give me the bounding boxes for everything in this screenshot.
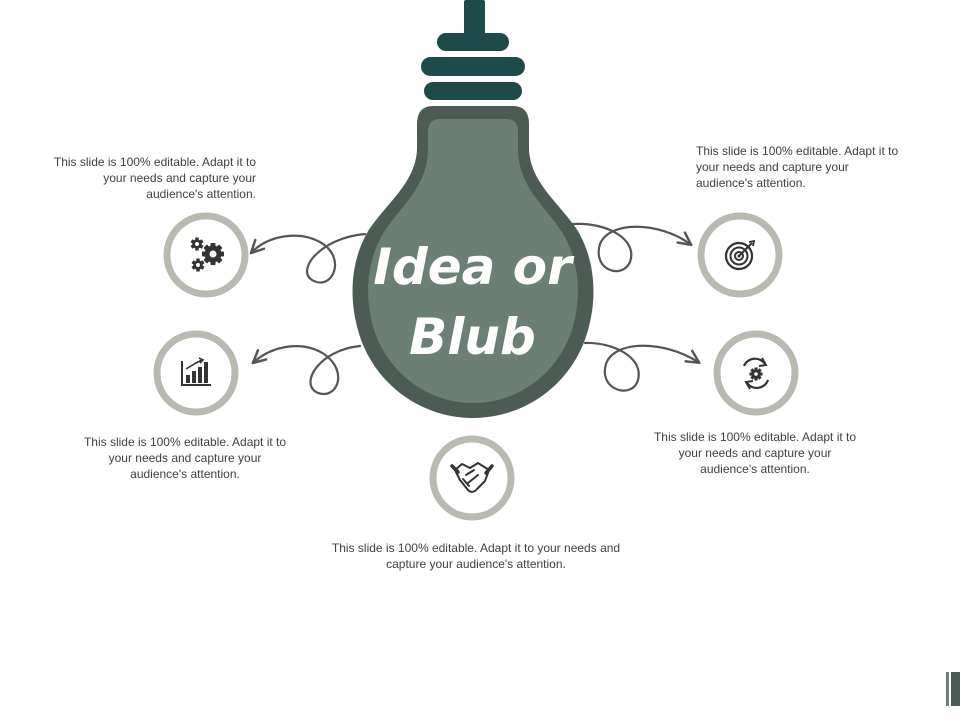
arrow-refresh [583,341,701,392]
corner-bars [946,672,960,706]
bar-chart-icon [181,357,211,386]
bulb-title-line-2: Blub [409,308,536,366]
text-target: This slide is 100% editable. Adapt it to… [696,144,899,190]
bulb-glass [368,119,578,403]
handshake-icon [450,462,494,493]
target-icon [724,239,756,271]
refresh-gear-icon [742,357,770,390]
arrow-chart [251,344,362,395]
bulb-title-line-1: Idea or [373,238,572,296]
bulb-cap [421,0,525,100]
text-refresh: This slide is 100% editable. Adapt it to… [653,430,857,476]
connector-arrows [249,222,701,395]
text-chart: This slide is 100% editable. Adapt it to… [83,435,287,481]
arrow-target [571,222,693,273]
ring-handshake [429,435,515,521]
arrow-gears [249,232,367,284]
gears-icon [190,237,224,272]
text-handshake: This slide is 100% editable. Adapt it to… [331,541,621,571]
text-gears: This slide is 100% editable. Adapt it to… [53,155,256,201]
